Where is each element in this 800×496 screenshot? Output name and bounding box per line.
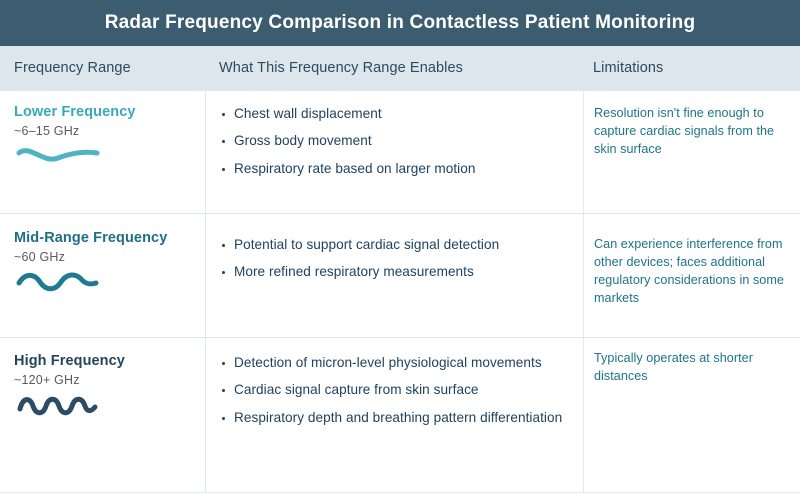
list-item: More refined respiratory measurements bbox=[220, 263, 571, 281]
column-header-label: What This Frequency Range Enables bbox=[219, 60, 464, 76]
column-header-frequency-range: Frequency Range bbox=[0, 46, 205, 90]
enables-list: Detection of micron-level physiological … bbox=[220, 354, 571, 427]
list-item: Respiratory rate based on larger motion bbox=[220, 160, 571, 178]
frequency-range-cell: Lower Frequency ~6–15 GHz bbox=[0, 91, 205, 213]
sine-wave-high-frequency-icon bbox=[17, 397, 98, 416]
limitations-cell: Typically operates at shorter distances bbox=[583, 338, 800, 492]
table-title-bar: Radar Frequency Comparison in Contactles… bbox=[0, 0, 800, 46]
frequency-range-cell: Mid-Range Frequency ~60 GHz bbox=[0, 214, 205, 337]
frequency-value: ~60 GHz bbox=[14, 250, 66, 265]
frequency-value: ~120+ GHz bbox=[14, 373, 80, 388]
column-header-limitations: Limitations bbox=[583, 46, 800, 90]
frequency-value: ~6–15 GHz bbox=[14, 124, 80, 139]
limitations-text: Resolution isn't fine enough to capture … bbox=[594, 106, 775, 156]
column-header-label: Frequency Range bbox=[14, 60, 131, 76]
list-item: Cardiac signal capture from skin surface bbox=[220, 381, 571, 399]
frequency-name: High Frequency bbox=[14, 353, 125, 369]
frequency-name: Lower Frequency bbox=[14, 104, 136, 120]
enables-cell: Detection of micron-level physiological … bbox=[205, 338, 583, 492]
page-title: Radar Frequency Comparison in Contactles… bbox=[104, 12, 696, 33]
list-item: Respiratory depth and breathing pattern … bbox=[220, 409, 571, 427]
limitations-text: Can experience interference from other d… bbox=[594, 237, 784, 305]
frequency-name: Mid-Range Frequency bbox=[14, 230, 168, 246]
enables-list: Chest wall displacement Gross body movem… bbox=[220, 105, 571, 178]
table-column-header-row: Frequency Range What This Frequency Rang… bbox=[0, 46, 800, 90]
list-item: Chest wall displacement bbox=[220, 105, 571, 123]
enables-cell: Chest wall displacement Gross body movem… bbox=[205, 91, 583, 213]
limitations-text: Typically operates at shorter distances bbox=[594, 351, 753, 383]
sine-wave-low-frequency-icon bbox=[16, 148, 100, 163]
table-row: Mid-Range Frequency ~60 GHz Potential to… bbox=[0, 213, 800, 337]
column-header-enables: What This Frequency Range Enables bbox=[205, 46, 583, 90]
frequency-range-cell: High Frequency ~120+ GHz bbox=[0, 338, 205, 492]
limitations-cell: Can experience interference from other d… bbox=[583, 214, 800, 337]
table-bottom-divider bbox=[0, 492, 800, 493]
table-row: High Frequency ~120+ GHz Detection of mi… bbox=[0, 337, 800, 492]
limitations-cell: Resolution isn't fine enough to capture … bbox=[583, 91, 800, 213]
list-item: Potential to support cardiac signal dete… bbox=[220, 236, 571, 254]
column-header-label: Limitations bbox=[593, 60, 664, 76]
enables-cell: Potential to support cardiac signal dete… bbox=[205, 214, 583, 337]
sine-wave-mid-frequency-icon bbox=[16, 272, 99, 292]
enables-list: Potential to support cardiac signal dete… bbox=[220, 236, 571, 282]
list-item: Detection of micron-level physiological … bbox=[220, 354, 571, 372]
table-row: Lower Frequency ~6–15 GHz Chest wall dis… bbox=[0, 90, 800, 213]
list-item: Gross body movement bbox=[220, 132, 571, 150]
